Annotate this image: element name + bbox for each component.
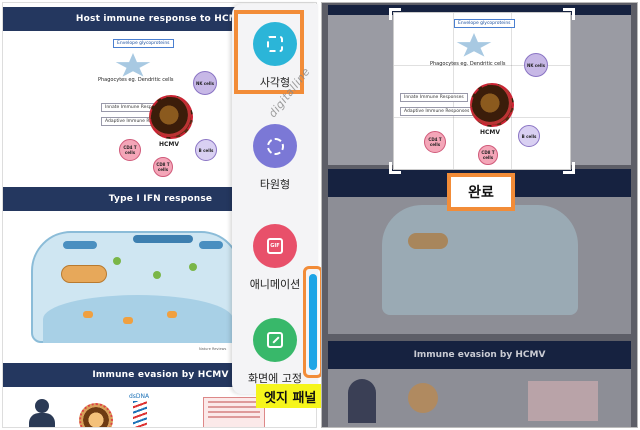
nk-cell: NK cells xyxy=(193,71,217,95)
person-head xyxy=(35,399,49,413)
grid-line xyxy=(452,13,454,169)
edge-item-label: 애니메이션 xyxy=(249,278,301,291)
animation-select-button[interactable]: GIF xyxy=(253,224,297,268)
b-cell-label: B cells xyxy=(198,147,214,153)
transcription-factor xyxy=(83,311,93,318)
dendritic-cell-shape xyxy=(115,53,151,77)
b-cell: B cells xyxy=(518,125,540,147)
dimmed-slide-3: Immune evasion by HCMV xyxy=(328,341,631,427)
hcmv-virion xyxy=(470,83,514,127)
rectangle-select-button[interactable] xyxy=(253,22,297,66)
signal-node xyxy=(153,271,161,279)
ifn-receptor xyxy=(133,235,193,243)
transcription-factor xyxy=(123,317,133,324)
right-phone-screen: Immune evasion by HCMV Envelope glycopro… xyxy=(321,2,638,428)
hcmv-virion xyxy=(149,95,193,139)
transcription-factor xyxy=(167,311,177,318)
nk-cell-label: NK cells xyxy=(526,62,546,68)
nk-cell-label: NK cells xyxy=(195,80,215,86)
edge-item-label: 사각형 xyxy=(259,76,291,89)
edge-item-animation[interactable]: GIF 애니메이션 xyxy=(232,224,318,292)
cd8-label: CD8 T cells xyxy=(156,162,170,172)
hcmv-label: HCMV xyxy=(480,129,501,136)
crop-handle-top-left[interactable] xyxy=(389,8,401,20)
capture-selection-area[interactable]: Envelope glycoproteins Phagocytes eg. De… xyxy=(393,12,571,170)
gif-icon: GIF xyxy=(267,238,283,254)
phagocyte-label: Phagocytes eg. Dendritic cells xyxy=(98,77,174,83)
cd8-label: CD8 T cells xyxy=(481,150,495,160)
cd4-t-cell: CD4 T cells xyxy=(119,139,141,161)
hcmv-virion-small xyxy=(79,403,113,427)
dendritic-cell-shape xyxy=(456,33,492,57)
edge-item-pin-to-screen[interactable]: 화면에 고정 xyxy=(232,318,318,386)
done-button[interactable]: 완료 xyxy=(447,173,515,211)
dimmed-pathway xyxy=(382,205,578,315)
edge-item-rectangle[interactable]: 사각형 xyxy=(232,22,318,90)
glycoprotein-label: Envelope glycoproteins xyxy=(113,39,174,48)
dsdna-label: dsDNA xyxy=(129,393,150,400)
pin-to-screen-button[interactable] xyxy=(253,318,297,362)
dimmed-person xyxy=(348,379,376,423)
receptor-complex xyxy=(63,241,97,249)
crop-handle-bottom-left[interactable] xyxy=(389,162,401,174)
dimmed-mitochondrion xyxy=(408,233,448,249)
edge-item-label: 화면에 고정 xyxy=(247,372,303,385)
b-cell-label: B cells xyxy=(521,133,537,139)
hcmv-label: HCMV xyxy=(159,141,180,148)
edge-item-label: 타원형 xyxy=(259,178,291,191)
signal-node xyxy=(189,263,197,271)
phagocyte-label: Phagocytes eg. Dendritic cells xyxy=(430,61,506,67)
cd8-t-cell: CD8 T cells xyxy=(153,157,173,177)
dashed-rectangle-icon xyxy=(267,36,283,52)
edge-panel-handle[interactable] xyxy=(309,274,317,370)
slide-footer: Nature Reviews xyxy=(199,347,227,351)
evasion-textbox xyxy=(203,397,265,427)
dimmed-textbox xyxy=(528,381,598,421)
highlight-rectangle-item xyxy=(234,10,304,94)
cd4-label: CD4 T cells xyxy=(428,137,442,147)
text-line xyxy=(208,411,260,413)
jak-stat xyxy=(199,241,223,249)
text-line xyxy=(208,416,260,418)
edge-item-oval[interactable]: 타원형 xyxy=(232,124,318,192)
dimmed-virion xyxy=(408,383,438,413)
dimmed-slide-bar xyxy=(328,5,631,15)
signal-node xyxy=(113,257,121,265)
glycoprotein-label: Envelope glycoproteins xyxy=(454,19,515,28)
nucleus xyxy=(43,295,233,343)
grid-line xyxy=(511,13,513,169)
cd8-t-cell: CD8 T cells xyxy=(478,145,498,165)
oval-select-button[interactable] xyxy=(253,124,297,168)
slide-title: Immune evasion by HCMV xyxy=(328,341,631,369)
dashed-oval-icon xyxy=(266,137,284,155)
crop-handle-top-right[interactable] xyxy=(563,8,575,20)
nk-cell: NK cells xyxy=(524,53,548,77)
cd4-t-cell: CD4 T cells xyxy=(424,131,446,153)
person-body xyxy=(29,413,55,427)
crop-handle-bottom-right[interactable] xyxy=(563,162,575,174)
adaptive-response-label: Adaptive Immune Responses xyxy=(400,107,474,116)
dna-helix xyxy=(133,401,147,427)
grid-line xyxy=(394,64,570,66)
b-cell: B cells xyxy=(195,139,217,161)
pin-to-screen-icon xyxy=(267,332,283,348)
innate-response-label: Innate Immune Responses xyxy=(400,93,468,102)
text-line xyxy=(208,401,260,403)
text-line xyxy=(208,406,260,408)
cd4-label: CD4 T cells xyxy=(123,145,137,155)
mitochondrion xyxy=(61,265,107,283)
